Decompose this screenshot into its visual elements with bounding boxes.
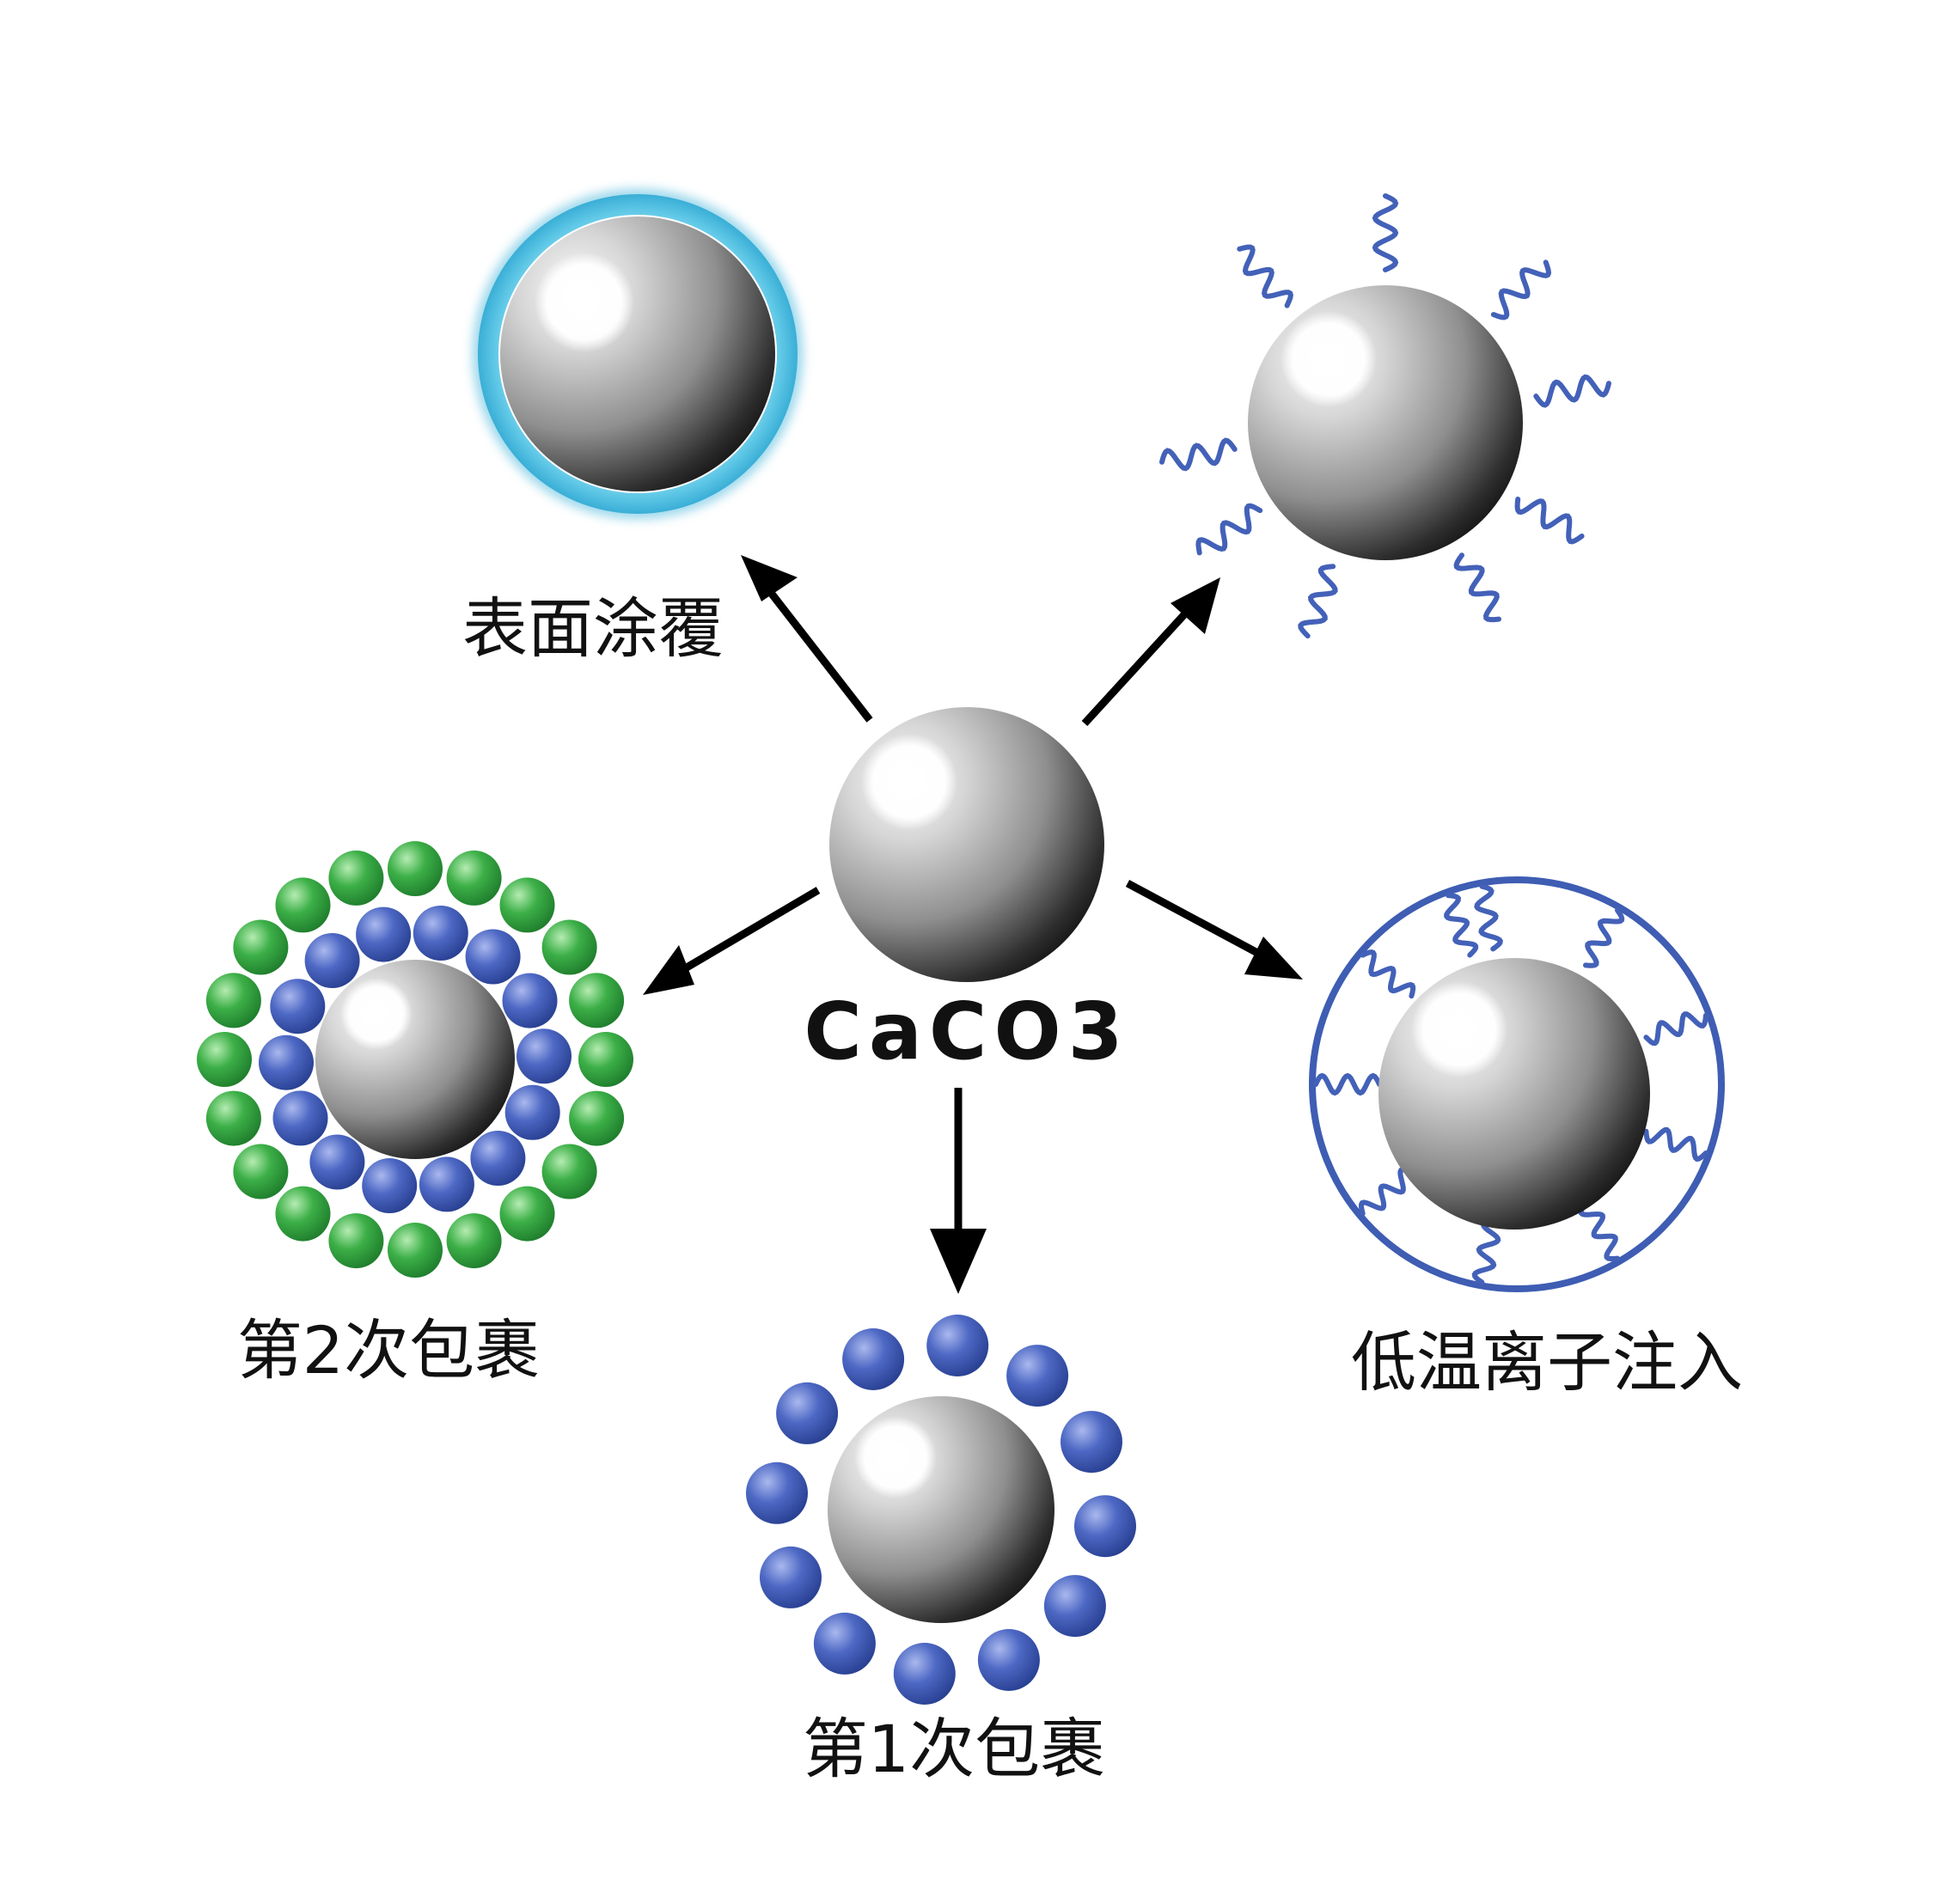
coating-particle — [893, 1643, 956, 1705]
caco3-core — [828, 1396, 1054, 1623]
squiggle-chain — [1453, 552, 1501, 623]
ion-implant-label: 低温离子注入 — [1351, 1324, 1743, 1401]
arrow-to-surface-coating — [741, 555, 873, 723]
squiggle-chain — [1360, 949, 1416, 999]
coating-particle — [259, 1034, 314, 1090]
arrows — [643, 555, 1303, 1294]
coating-particle — [977, 1629, 1040, 1691]
squiggle-chain — [1583, 907, 1625, 968]
caco3-core — [500, 217, 775, 491]
coating-particle — [569, 973, 625, 1028]
arrow-to-squiggle-particle — [1081, 577, 1220, 727]
squiggle-chain — [1358, 1167, 1415, 1217]
arrow-to-ion-implant — [1125, 880, 1303, 979]
coating-particle — [328, 850, 384, 906]
squiggle-chain — [1643, 1011, 1708, 1047]
coating-particle — [446, 850, 502, 906]
coating-particle — [1074, 1495, 1136, 1558]
coating-particle — [205, 1090, 261, 1146]
coating-particle — [470, 1131, 526, 1186]
coating-particle — [304, 933, 360, 988]
center-caco3-particle — [829, 707, 1104, 982]
squiggle-chains — [1159, 193, 1611, 639]
coating-particle — [499, 877, 555, 933]
blue-particle-shell — [746, 1315, 1136, 1705]
coating-particle — [541, 1144, 597, 1199]
coating-particle — [362, 1158, 418, 1213]
coating-particle — [205, 973, 261, 1028]
caco3-core — [1248, 285, 1523, 560]
surface-coating-label: 表面涂覆 — [462, 590, 724, 667]
coating-particle — [270, 979, 326, 1034]
second-coating-label: 第2次包裹 — [237, 1312, 540, 1388]
caco3-core — [315, 960, 515, 1159]
squiggle-chain — [1298, 564, 1338, 639]
coating-particle — [776, 1382, 839, 1444]
coating-particle — [388, 841, 443, 896]
center-label: CaCO3 — [804, 986, 1129, 1077]
coating-particle — [419, 1156, 474, 1212]
coating-particle — [328, 1213, 384, 1269]
squiggle-chain — [1490, 259, 1552, 320]
green-particle-shell — [197, 841, 633, 1278]
coating-particle — [517, 1028, 572, 1084]
coating-particle — [388, 1223, 443, 1278]
coating-particle — [309, 1134, 365, 1190]
coating-particle — [446, 1213, 502, 1269]
squiggle-chain — [1514, 497, 1585, 545]
squiggle-chain — [1444, 893, 1479, 958]
coating-particle — [233, 1144, 289, 1199]
caco3-core — [1378, 958, 1650, 1230]
coating-particle — [1043, 1575, 1106, 1638]
arrow-to-second-coating — [643, 887, 821, 995]
coating-particle — [1061, 1411, 1122, 1474]
squiggle-chain — [1578, 1200, 1620, 1261]
squiggle-chain — [1471, 1217, 1501, 1285]
coating-particle — [275, 1186, 331, 1242]
coating-particle — [813, 1612, 876, 1675]
coating-particle — [569, 1090, 625, 1146]
coating-particle — [499, 1186, 555, 1242]
coating-particle — [504, 1084, 560, 1140]
squiggle-chain — [1474, 883, 1503, 952]
coating-particle — [272, 1090, 328, 1146]
squiggle-chain — [1159, 437, 1238, 472]
surface-coated-particle — [473, 189, 803, 519]
coating-particle — [233, 919, 289, 975]
coating-particle — [356, 906, 412, 962]
ion-shell — [1309, 876, 1725, 1292]
coating-particle — [842, 1328, 905, 1390]
first-coated-particle — [746, 1315, 1136, 1705]
coating-particle — [541, 919, 597, 975]
squiggle-chain — [1313, 1072, 1382, 1096]
ion-functionalized-particle — [1159, 193, 1611, 639]
second-coated-particle — [197, 841, 633, 1278]
coating-particle — [197, 1032, 252, 1087]
squiggle-chain — [1195, 503, 1263, 556]
squiggle-chain — [1237, 244, 1293, 308]
squiggle-chains — [1313, 883, 1708, 1285]
coating-particle — [465, 929, 521, 985]
coating-particle — [746, 1462, 808, 1524]
blue-particle-shell — [259, 906, 572, 1213]
coating-particle — [926, 1315, 989, 1376]
coating-particle — [578, 1032, 633, 1087]
coating-particle — [275, 877, 331, 933]
coating-particle — [1006, 1345, 1069, 1407]
squiggle-chain — [1643, 1126, 1708, 1162]
squiggle-chain — [1372, 193, 1399, 272]
arrow-to-first-coating — [930, 1088, 987, 1294]
squiggle-chain — [1533, 374, 1611, 408]
coating-particle — [760, 1546, 822, 1608]
coating-particle — [502, 973, 558, 1028]
ion-implanted-particle — [1309, 876, 1725, 1292]
first-coating-label: 第1次包裹 — [803, 1711, 1105, 1787]
coating-particle — [413, 906, 468, 961]
